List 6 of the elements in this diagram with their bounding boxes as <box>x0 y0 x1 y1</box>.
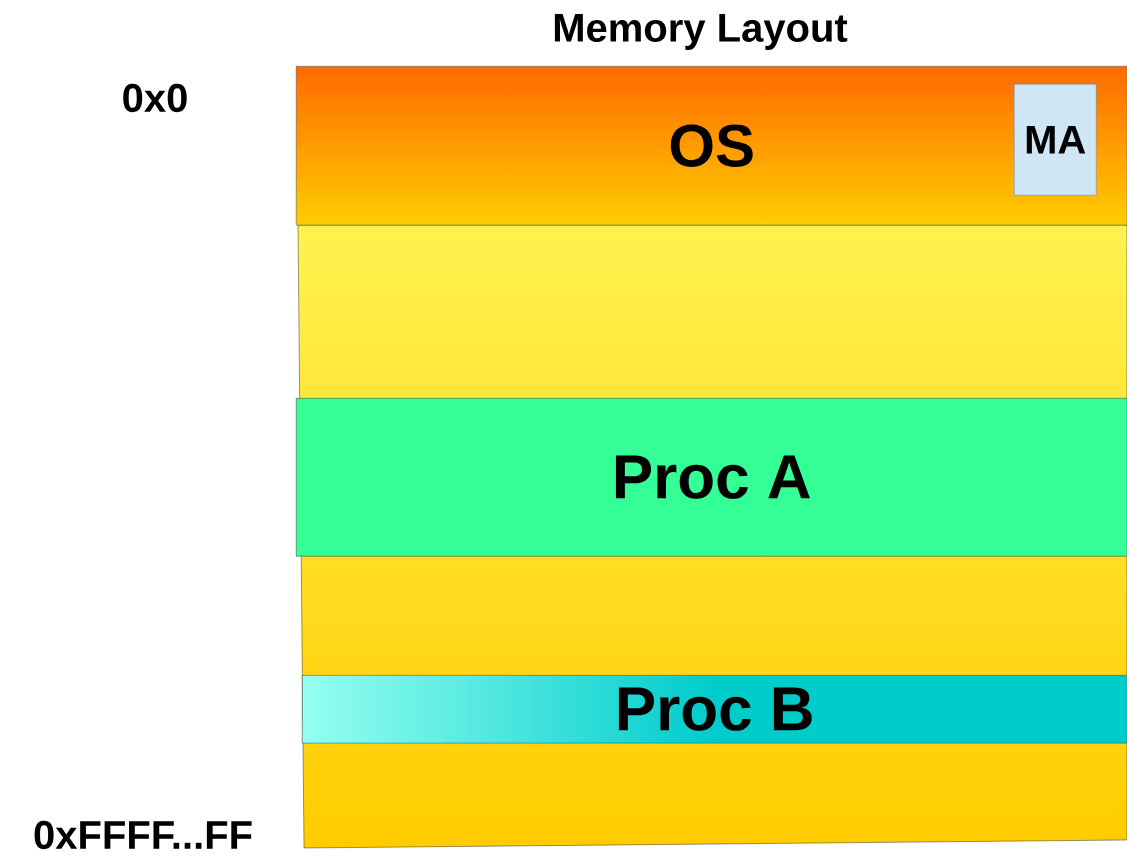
process-region: Proc B <box>302 675 1127 744</box>
title: Memory Layout <box>554 14 848 50</box>
process-region: Proc A <box>296 398 1127 557</box>
address-label: 0x0 <box>123 83 187 113</box>
address-label: 0xFFFF...FF <box>34 820 252 850</box>
ma-box: MA <box>1014 84 1097 196</box>
